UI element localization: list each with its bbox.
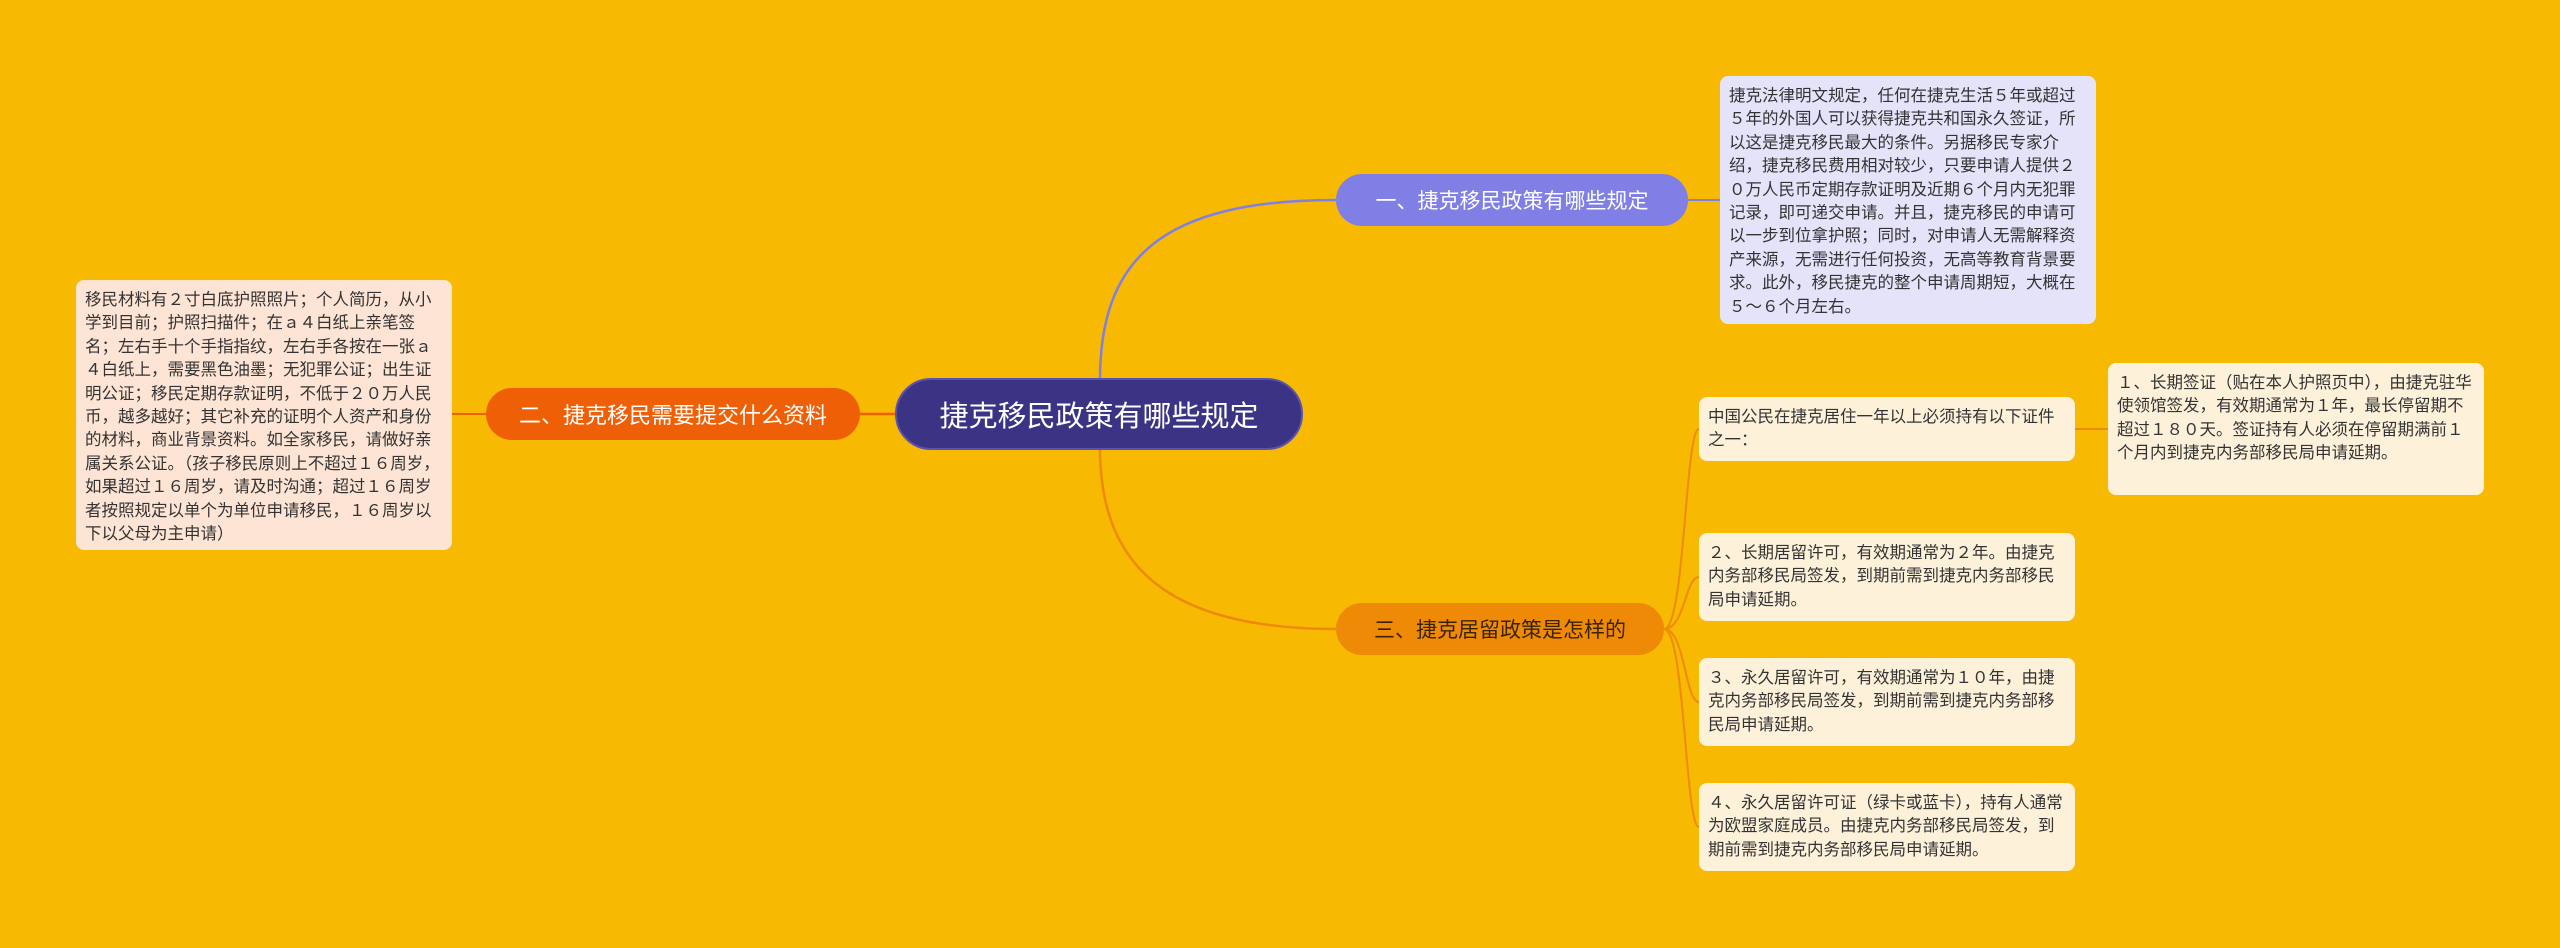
branch-2-detail-card[interactable]: 移民材料有２寸白底护照照片；个人简历，从小学到目前；护照扫描件；在ａ４白纸上亲笔… <box>76 280 452 550</box>
branch-3-detail-1-child-card[interactable]: １、长期签证（贴在本人护照页中），由捷克驻华使领馆签发，有效期通常为１年，最长停… <box>2108 363 2484 495</box>
branch-3-detail-card-1[interactable]: 中国公民在捷克居住一年以上必须持有以下证件之一： <box>1699 397 2075 461</box>
branch-topic-2[interactable]: 二、捷克移民需要提交什么资料 <box>486 388 860 440</box>
link-branch-3-detail-1 <box>1663 428 1700 630</box>
link-root-branch-1 <box>1098 198 1337 381</box>
root-topic[interactable]: 捷克移民政策有哪些规定 <box>895 378 1303 450</box>
link-branch-3-detail-2 <box>1663 576 1700 630</box>
branch-topic-1[interactable]: 一、捷克移民政策有哪些规定 <box>1336 174 1688 226</box>
branch-topic-3[interactable]: 三、捷克居留政策是怎样的 <box>1336 603 1664 655</box>
branch-3-detail-card-2[interactable]: ２、长期居留许可，有效期通常为２年。由捷克内务部移民局签发，到期前需到捷克内务部… <box>1699 533 2075 621</box>
link-root-branch-3 <box>1098 447 1337 631</box>
branch-1-detail-card[interactable]: 捷克法律明文规定，任何在捷克生活５年或超过５年的外国人可以获得捷克共和国永久签证… <box>1720 76 2096 324</box>
branch-3-detail-card-3[interactable]: ３、永久居留许可，有效期通常为１０年，由捷克内务部移民局签发，到期前需到捷克内务… <box>1699 658 2075 746</box>
link-branch-3-detail-3 <box>1663 628 1700 703</box>
branch-3-detail-card-4[interactable]: ４、永久居留许可证（绿卡或蓝卡），持有人通常为欧盟家庭成员。由捷克内务部移民局签… <box>1699 783 2075 871</box>
link-branch-3-detail-4 <box>1663 628 1700 828</box>
